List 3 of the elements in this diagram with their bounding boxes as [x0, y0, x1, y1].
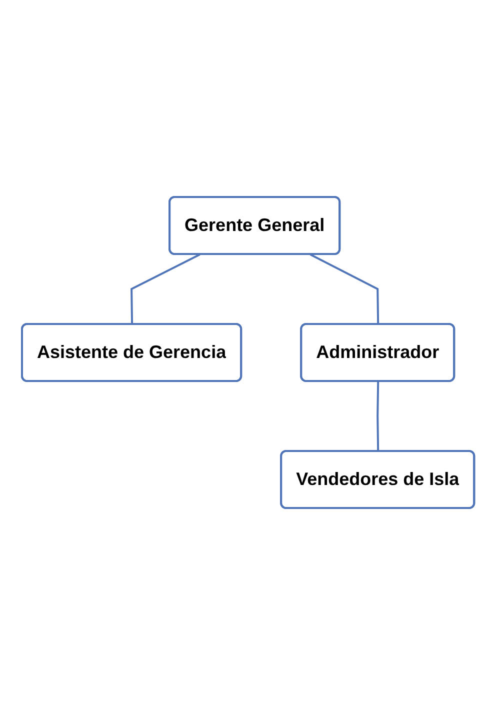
connector [310, 253, 380, 324]
connector [376, 380, 380, 452]
connector [130, 253, 200, 324]
